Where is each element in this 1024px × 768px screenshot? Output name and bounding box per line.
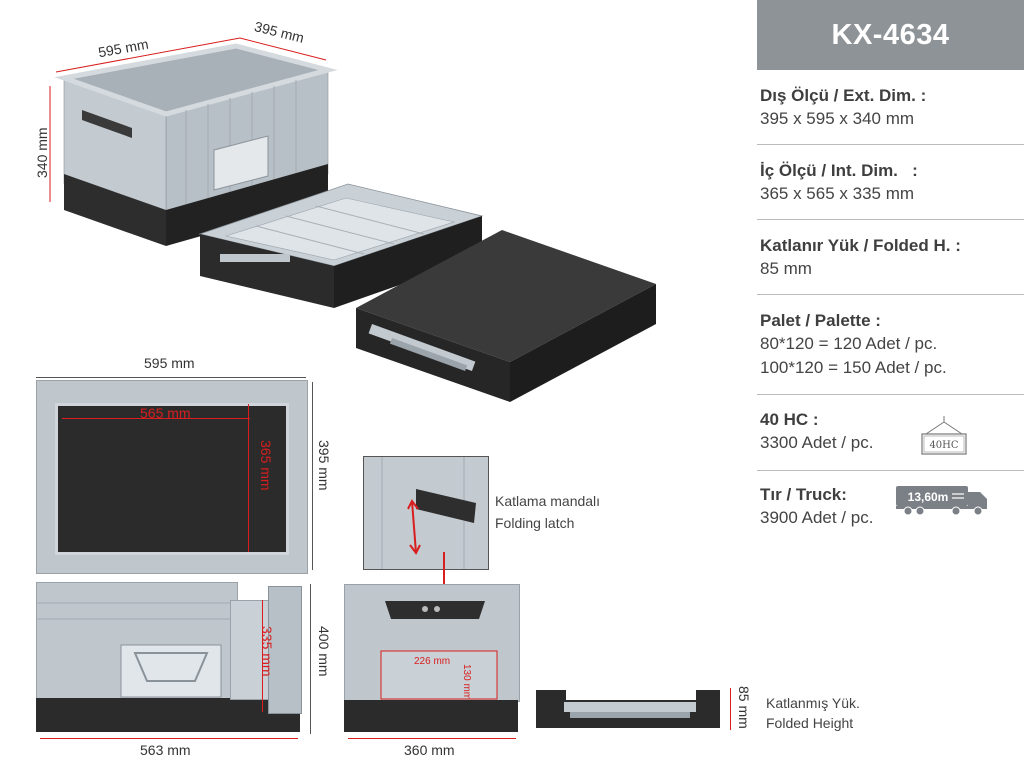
spec-label: İç Ölçü / Int. Dim. :: [760, 161, 918, 180]
handle-width-label: 226 mm: [414, 656, 451, 667]
side-width-label: 563 mm: [140, 742, 191, 758]
dim-line-red: [730, 688, 731, 730]
front-view-base: [344, 700, 518, 732]
dim-line: [310, 584, 311, 734]
spec-palette: Palet / Palette : 80*120 = 120 Adet / pc…: [760, 311, 1020, 379]
side-view-inner-panel: [230, 600, 272, 700]
latch-note-en: Folding latch: [495, 515, 575, 531]
title-bar: KX-4634: [757, 0, 1024, 70]
spec-label: Palet / Palette :: [760, 311, 881, 330]
folded-note-tr: Katlanmış Yük.: [766, 695, 860, 711]
container-icon: 40HC: [918, 414, 970, 458]
spec-value: 3300 Adet / pc.: [760, 433, 874, 452]
side-outer-height-label: 400 mm: [316, 626, 332, 677]
product-code: KX-4634: [831, 18, 950, 51]
spec-label: Katlanır Yük / Folded H. :: [760, 236, 961, 255]
top-view-outer: [36, 380, 308, 574]
separator: [757, 144, 1024, 145]
iso-crate-drawing: [36, 24, 346, 254]
spec-int-dim: İç Ölçü / Int. Dim. : 365 x 565 x 335 mm: [760, 161, 1020, 205]
folded-crate-drawing: [352, 228, 660, 408]
dim-line-red: [348, 738, 516, 739]
top-inner-width-label: 565 mm: [140, 405, 191, 421]
handle-height-label: 130 mm: [461, 664, 472, 701]
latch-note-tr: Katlama mandalı: [495, 493, 601, 509]
folded-note-en: Folded Height: [766, 715, 854, 731]
spec-label: Dış Ölçü / Ext. Dim. :: [760, 86, 927, 105]
truck-icon: 13,60m: [894, 484, 990, 516]
folded-view-drawing: [536, 690, 720, 730]
separator: [757, 294, 1024, 295]
spec-value: 395 x 595 x 340 mm: [760, 109, 915, 128]
dim-line-red: [262, 600, 263, 712]
top-view-inner: [55, 403, 289, 555]
latch-detail-box: [363, 456, 489, 570]
top-outer-depth-label: 395 mm: [316, 440, 332, 491]
spec-value: 80*120 = 120 Adet / pc.: [760, 334, 938, 353]
separator: [757, 394, 1024, 395]
truck-badge-text: 13,60m: [908, 490, 949, 504]
dim-line-red: [248, 404, 249, 552]
folding-crate-drawing: [196, 176, 486, 316]
side-view-folding-wall: [268, 586, 302, 714]
latch-arrow: [443, 552, 445, 610]
dim-line: [36, 377, 306, 378]
spec-value: 3900 Adet / pc.: [760, 508, 874, 527]
separator: [757, 219, 1024, 220]
top-outer-width-label: 595 mm: [144, 355, 195, 371]
top-inner-depth-label: 365 mm: [258, 440, 274, 491]
iso-height-label: 340 mm: [34, 127, 50, 178]
folded-height-label: 85 mm: [736, 686, 752, 729]
dim-line-red: [62, 418, 250, 419]
spec-value: 365 x 565 x 335 mm: [760, 184, 915, 203]
container-badge-text: 40HC: [929, 440, 958, 451]
spec-value: 85 mm: [760, 259, 812, 278]
side-view-crate: [36, 582, 238, 700]
side-inner-height-label: 335 mm: [259, 626, 275, 677]
dim-line-red: [40, 738, 298, 739]
spec-label: 40 HC :: [760, 410, 819, 429]
spec-40hc: 40 HC : 3300 Adet / pc.: [760, 410, 1020, 454]
side-view-base: [36, 698, 300, 732]
spec-label: Tır / Truck:: [760, 485, 847, 504]
spec-truck: Tır / Truck: 3900 Adet / pc.: [760, 485, 1020, 529]
spec-value: 100*120 = 150 Adet / pc.: [760, 358, 947, 377]
spec-ext-dim: Dış Ölçü / Ext. Dim. : 395 x 595 x 340 m…: [760, 86, 1020, 130]
separator: [757, 470, 1024, 471]
spec-folded-height: Katlanır Yük / Folded H. : 85 mm: [760, 236, 1020, 280]
dim-line: [312, 382, 313, 570]
front-width-label: 360 mm: [404, 742, 455, 758]
front-view-crate: [344, 584, 520, 702]
